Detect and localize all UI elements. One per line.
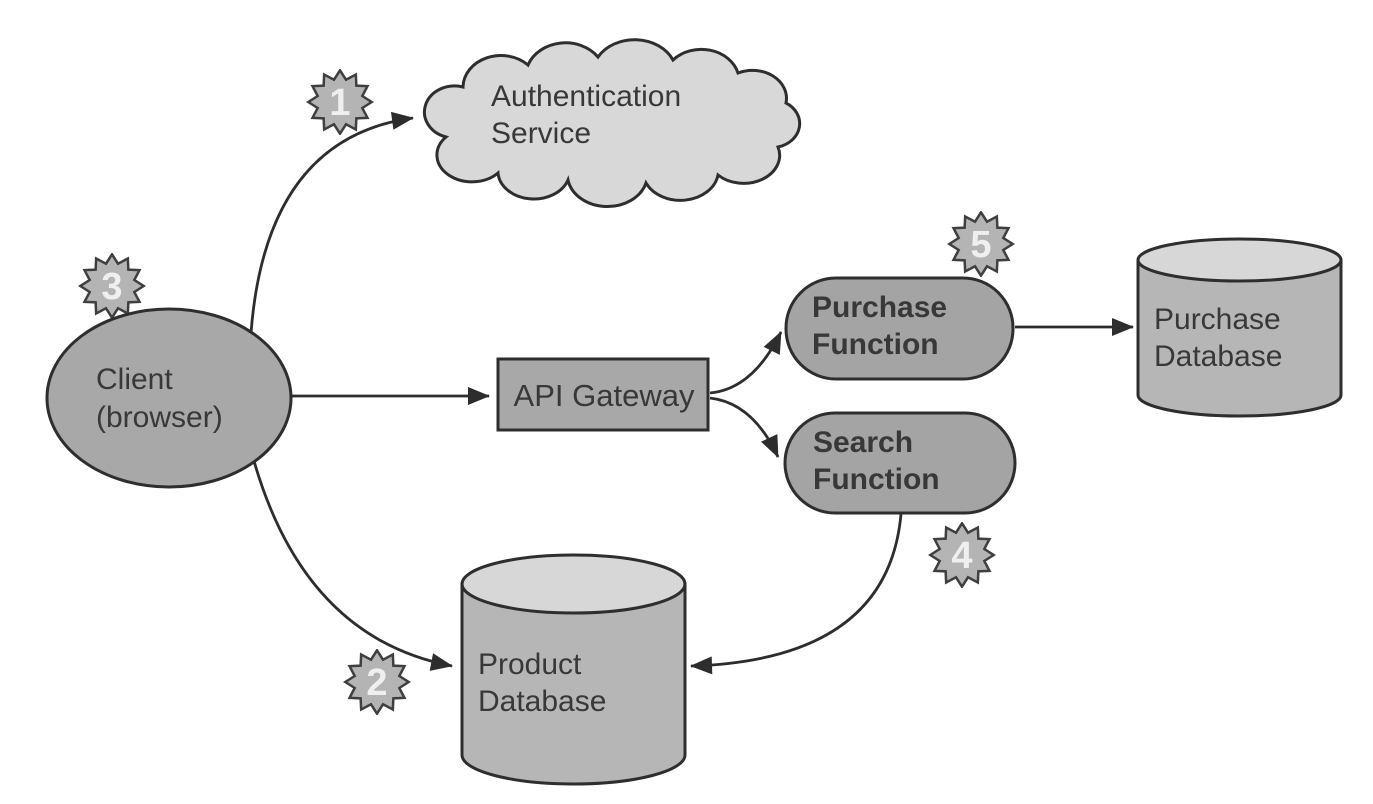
arrow-client-to-auth-service <box>249 111 414 334</box>
node-purchase-function: Purchase Function <box>784 276 1015 381</box>
arrow-search-function-to-product-database <box>690 513 903 675</box>
step-badge-1: 1 <box>307 69 373 135</box>
node-label-line2: Function <box>812 328 939 361</box>
step-badge-2: 2 <box>344 649 410 715</box>
node-label-line2: Database <box>478 685 606 718</box>
node-client: Client (browser) <box>45 307 293 489</box>
node-label-line1: Search <box>813 426 913 459</box>
badge-number: 5 <box>970 224 991 266</box>
cylinder-body <box>460 584 687 786</box>
node-label-line1: Authentication <box>491 80 681 113</box>
node-label-line2: Service <box>491 117 591 150</box>
node-label-line1: Product <box>478 648 582 681</box>
badge-number: 2 <box>366 662 387 704</box>
node-label: API Gateway <box>514 378 695 413</box>
badge-number: 1 <box>329 82 350 124</box>
step-badge-5: 5 <box>948 211 1014 277</box>
cylinder-top <box>1136 237 1343 283</box>
cylinder-top <box>460 553 687 615</box>
cylinder-body <box>1136 260 1343 418</box>
ellipse-shape <box>45 307 293 489</box>
node-label-line2: Function <box>813 463 940 496</box>
node-product-database: Product Database <box>460 553 687 786</box>
node-label-line1: Client <box>96 363 173 396</box>
node-auth-service: Authentication Service <box>422 38 802 209</box>
node-api-gateway: API Gateway <box>496 357 710 432</box>
node-search-function: Search Function <box>783 411 1017 515</box>
badge-number: 3 <box>101 266 122 308</box>
node-label-line1: Purchase <box>1154 303 1281 336</box>
arrow-api-gateway-to-search-function <box>709 396 780 458</box>
node-purchase-database: Purchase Database <box>1136 237 1343 418</box>
node-label-line2: (browser) <box>96 401 223 434</box>
step-badge-3: 3 <box>79 253 145 319</box>
node-label-line1: Purchase <box>812 291 947 324</box>
arrow-api-gateway-to-purchase-function <box>709 331 783 395</box>
node-label-line2: Database <box>1154 340 1282 373</box>
pill-shape <box>783 411 1017 515</box>
rect-shape <box>496 357 710 432</box>
pill-shape <box>784 276 1015 381</box>
badge-number: 4 <box>951 535 972 577</box>
arrow-client-to-product-database <box>252 460 453 671</box>
step-badge-4: 4 <box>929 522 995 588</box>
cloud-shape <box>422 38 802 209</box>
